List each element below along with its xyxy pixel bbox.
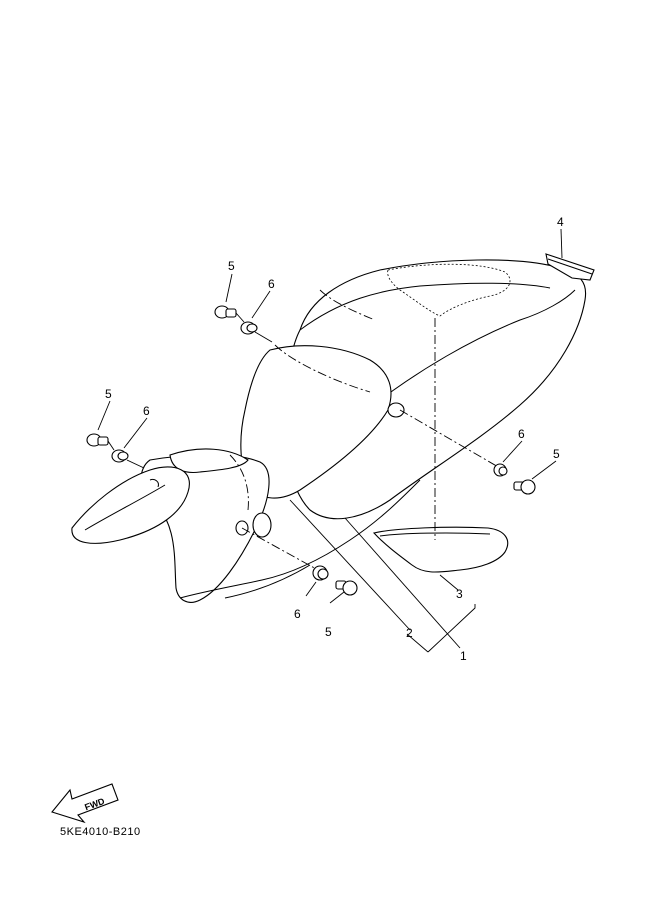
callout-6-upper: 6 (268, 277, 275, 291)
grommet-mid-left (111, 449, 129, 463)
screw-lower (335, 580, 358, 596)
callout-2: 2 (406, 626, 413, 640)
drawing-code: 5KE4010-B210 (60, 826, 141, 838)
callout-5-mid-left: 5 (105, 387, 112, 401)
fwd-arrow-icon: FWD (51, 783, 119, 824)
callout-6-lower: 6 (294, 607, 301, 621)
grommet-upper-left (240, 321, 258, 335)
alignment-line-b (399, 409, 501, 469)
label-plate (545, 253, 595, 281)
seat-pad (372, 526, 509, 573)
screw-mid-left (86, 433, 109, 447)
callout-5-lower: 5 (325, 625, 332, 639)
alignment-line-c (241, 527, 319, 571)
callout-6-mid-left: 6 (143, 404, 150, 418)
callout-4: 4 (557, 215, 564, 229)
screw-right (513, 479, 536, 495)
callout-5-right: 5 (553, 447, 560, 461)
grommet-right (493, 463, 508, 477)
mount-boss-right (387, 402, 405, 418)
callout-5-upper: 5 (228, 259, 235, 273)
callout-1: 1 (460, 649, 467, 663)
callout-3: 3 (456, 587, 463, 601)
screw-upper-left (214, 305, 237, 319)
grommet-lower (312, 565, 329, 581)
callout-6-right: 6 (518, 427, 525, 441)
side-cowl (71, 466, 190, 544)
